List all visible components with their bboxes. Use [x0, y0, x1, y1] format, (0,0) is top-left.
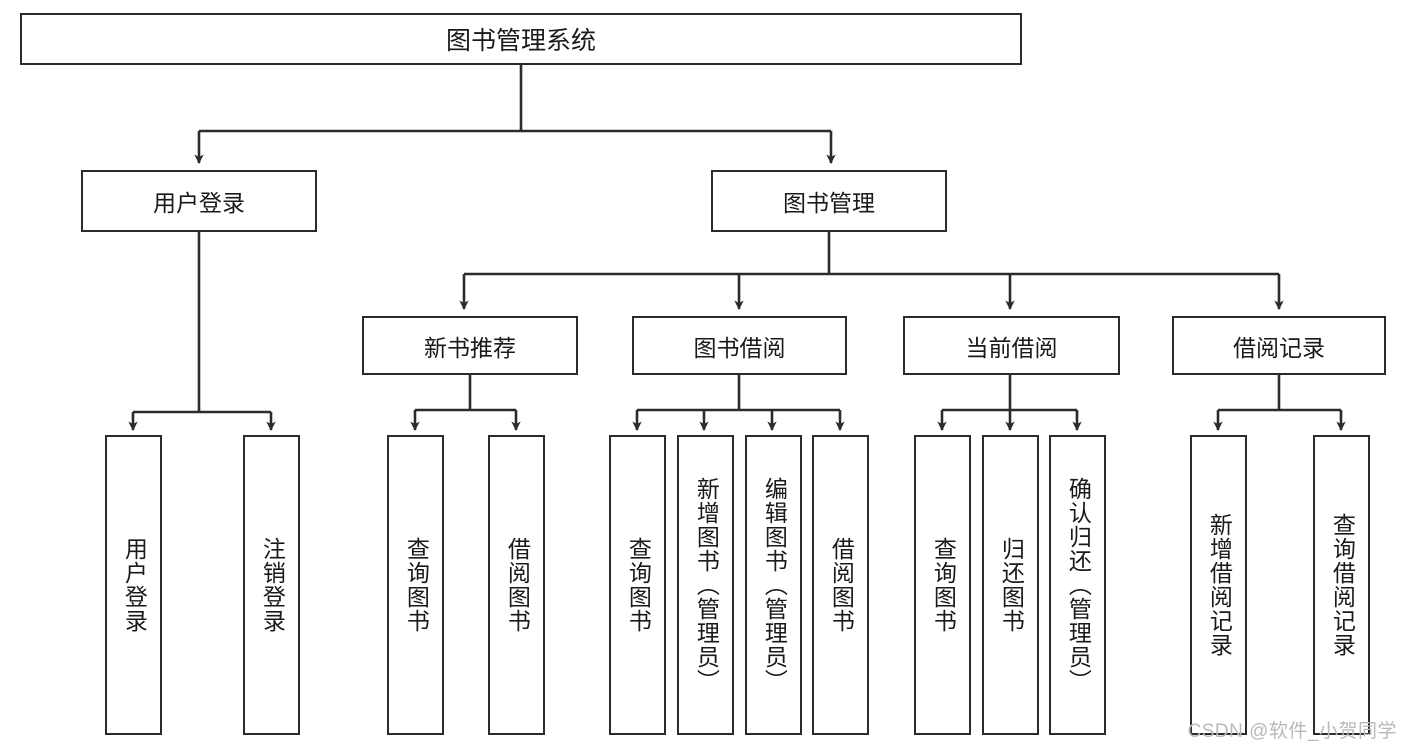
node-leaf-confirm-return[interactable]: 确认归还（管理员）	[1049, 435, 1106, 735]
node-leaf-borrow-book-1-label: 借阅图书	[504, 537, 531, 633]
node-leaf-add-record-label: 新增借阅记录	[1206, 513, 1233, 657]
node-book-manage[interactable]: 图书管理	[711, 170, 947, 232]
node-leaf-query-book-1[interactable]: 查询图书	[387, 435, 444, 735]
node-user-login-label: 用户登录	[153, 190, 245, 216]
node-leaf-query-book-2[interactable]: 查询图书	[609, 435, 666, 735]
node-leaf-user-logout[interactable]: 注销登录	[243, 435, 300, 735]
node-leaf-query-book-1-label: 查询图书	[403, 537, 430, 633]
watermark: CSDN @软件_小贺同学	[1187, 721, 1397, 742]
node-leaf-user-login[interactable]: 用户登录	[105, 435, 162, 735]
node-leaf-query-book-3[interactable]: 查询图书	[914, 435, 971, 735]
node-leaf-query-record[interactable]: 查询借阅记录	[1313, 435, 1370, 735]
node-root-label: 图书管理系统	[445, 27, 596, 55]
node-current-borrow[interactable]: 当前借阅	[903, 316, 1120, 375]
node-leaf-return-book-label: 归还图书	[998, 537, 1025, 633]
node-book-manage-label: 图书管理	[783, 190, 875, 216]
node-book-borrow[interactable]: 图书借阅	[632, 316, 847, 375]
node-borrow-record-label: 借阅记录	[1233, 334, 1325, 361]
node-new-book-recommend-label: 新书推荐	[424, 334, 516, 361]
node-borrow-record[interactable]: 借阅记录	[1172, 316, 1386, 375]
node-leaf-user-logout-label: 注销登录	[259, 537, 286, 633]
node-root[interactable]: 图书管理系统	[20, 13, 1022, 65]
node-leaf-query-record-label: 查询借阅记录	[1329, 513, 1356, 657]
node-leaf-borrow-book-2[interactable]: 借阅图书	[812, 435, 869, 735]
node-leaf-borrow-book-1[interactable]: 借阅图书	[488, 435, 545, 735]
node-leaf-edit-book-label: 编辑图书（管理员）	[761, 477, 788, 693]
node-leaf-add-record[interactable]: 新增借阅记录	[1190, 435, 1247, 735]
node-leaf-query-book-3-label: 查询图书	[930, 537, 957, 633]
node-leaf-add-book-label: 新增图书（管理员）	[693, 477, 720, 693]
node-leaf-user-login-label: 用户登录	[121, 537, 148, 633]
node-new-book-recommend[interactable]: 新书推荐	[362, 316, 578, 375]
node-leaf-borrow-book-2-label: 借阅图书	[828, 537, 855, 633]
node-current-borrow-label: 当前借阅	[965, 334, 1058, 361]
node-leaf-query-book-2-label: 查询图书	[625, 537, 652, 633]
node-user-login[interactable]: 用户登录	[81, 170, 317, 232]
node-book-borrow-label: 图书借阅	[693, 334, 786, 361]
node-leaf-return-book[interactable]: 归还图书	[982, 435, 1039, 735]
node-leaf-edit-book[interactable]: 编辑图书（管理员）	[745, 435, 802, 735]
node-leaf-add-book[interactable]: 新增图书（管理员）	[677, 435, 734, 735]
node-leaf-confirm-return-label: 确认归还（管理员）	[1065, 477, 1092, 693]
